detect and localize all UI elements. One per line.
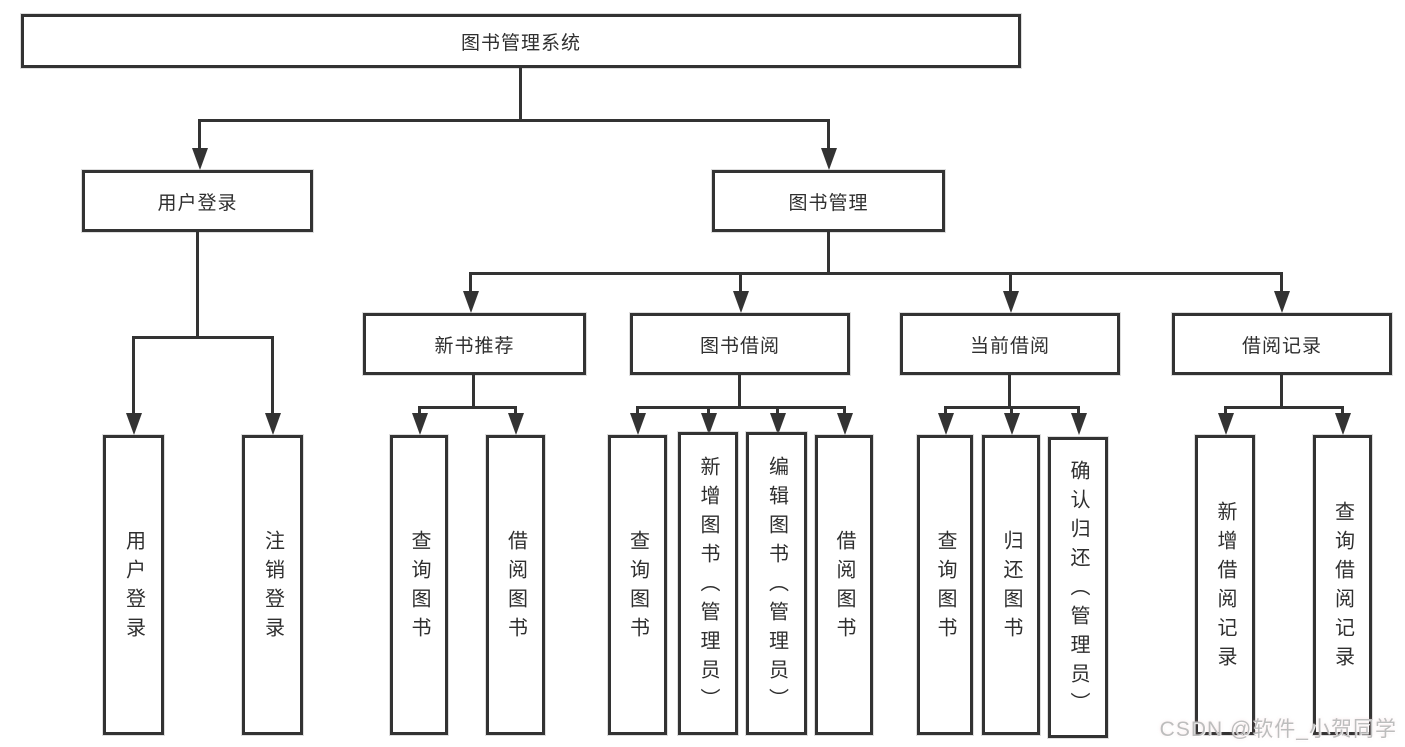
- leaf-label: 新增图书（管理员）: [697, 456, 719, 717]
- node-leaf-return-books: 归还图书: [982, 435, 1040, 735]
- arrow-down-icon: [1071, 413, 1087, 435]
- leaf-label: 查询图书: [626, 530, 649, 646]
- arrow-down-icon: [837, 413, 853, 435]
- node-leaf-borrow-books-1: 借阅图书: [486, 435, 545, 735]
- arrow-down-icon: [463, 291, 479, 313]
- arrow-down-icon: [733, 291, 749, 313]
- connector-line: [271, 336, 274, 415]
- node-leaf-edit-books-admin: 编辑图书（管理员）: [746, 432, 807, 735]
- node-new-book-recommend: 新书推荐: [363, 313, 586, 375]
- leaf-label: 用户登录: [122, 530, 145, 646]
- leaf-label: 查询图书: [408, 530, 430, 646]
- arrow-down-icon: [265, 413, 281, 435]
- arrow-down-icon: [508, 413, 524, 435]
- connector-line: [1009, 272, 1012, 293]
- connector-line: [198, 119, 830, 122]
- node-borrow-records: 借阅记录: [1172, 313, 1392, 375]
- node-leaf-query-books-1: 查询图书: [390, 435, 448, 735]
- connector-line: [418, 406, 421, 415]
- node-leaf-add-books-admin: 新增图书（管理员）: [678, 432, 738, 735]
- connector-line: [843, 406, 846, 415]
- leaf-label: 归还图书: [1000, 530, 1022, 646]
- connector-line: [472, 375, 475, 409]
- arrow-down-icon: [1335, 413, 1351, 435]
- arrow-down-icon: [1003, 291, 1019, 313]
- node-book-management-label: 图书管理: [788, 192, 869, 214]
- connector-line: [738, 375, 741, 409]
- leaf-label: 查询借阅记录: [1331, 501, 1354, 675]
- connector-line: [1280, 272, 1283, 293]
- node-book-management: 图书管理: [712, 170, 945, 232]
- node-user-login-label: 用户登录: [157, 192, 238, 214]
- connector-line: [132, 336, 274, 339]
- leaf-label: 借阅图书: [504, 530, 527, 646]
- leaf-label: 借阅图书: [833, 530, 855, 646]
- node-borrow-records-label: 借阅记录: [1241, 335, 1322, 357]
- connector-line: [469, 272, 472, 293]
- node-leaf-query-books-3: 查询图书: [917, 435, 973, 735]
- connector-line: [776, 406, 779, 415]
- node-leaf-logout: 注销登录: [242, 435, 303, 735]
- node-book-borrow-label: 图书借阅: [699, 335, 780, 357]
- watermark: CSDN @软件_小贺同学: [1159, 718, 1397, 741]
- leaf-label: 注销登录: [261, 530, 284, 646]
- connector-line: [827, 119, 830, 150]
- connector-line: [1280, 375, 1283, 409]
- connector-line: [1224, 406, 1344, 409]
- node-leaf-add-borrow-record: 新增借阅记录: [1195, 435, 1255, 735]
- arrow-down-icon: [630, 413, 646, 435]
- node-leaf-confirm-return-admin: 确认归还（管理员）: [1048, 437, 1108, 738]
- connector-line: [944, 406, 947, 415]
- node-new-book-recommend-label: 新书推荐: [434, 335, 515, 357]
- arrow-down-icon: [938, 413, 954, 435]
- connector-line: [1341, 406, 1344, 415]
- connector-line: [1010, 406, 1013, 415]
- arrow-down-icon: [1218, 413, 1234, 435]
- connector-line: [198, 119, 201, 150]
- arrow-down-icon: [770, 413, 786, 435]
- arrow-down-icon: [1004, 413, 1020, 435]
- arrow-down-icon: [192, 148, 208, 170]
- connector-line: [636, 406, 639, 415]
- node-leaf-user-login: 用户登录: [103, 435, 164, 735]
- node-book-borrow: 图书借阅: [630, 313, 850, 375]
- leaf-label: 查询图书: [934, 530, 956, 646]
- node-leaf-borrow-books-2: 借阅图书: [815, 435, 873, 735]
- connector-line: [519, 68, 522, 122]
- connector-line: [1008, 375, 1011, 409]
- connector-line: [739, 272, 742, 293]
- connector-line: [827, 232, 830, 275]
- connector-line: [418, 406, 517, 409]
- connector-line: [1077, 406, 1080, 415]
- connector-line: [1224, 406, 1227, 415]
- connector-line: [196, 232, 199, 339]
- node-current-borrow-label: 当前借阅: [969, 335, 1050, 357]
- connector-line: [132, 336, 135, 415]
- node-user-login: 用户登录: [82, 170, 313, 232]
- leaf-label: 新增借阅记录: [1214, 501, 1236, 675]
- arrow-down-icon: [1274, 291, 1290, 313]
- node-current-borrow: 当前借阅: [900, 313, 1120, 375]
- arrow-down-icon: [412, 413, 428, 435]
- leaf-label: 编辑图书（管理员）: [765, 456, 788, 717]
- arrow-down-icon: [701, 413, 717, 435]
- arrow-down-icon: [126, 413, 142, 435]
- connector-line: [636, 406, 846, 409]
- leaf-label: 确认归还（管理员）: [1067, 460, 1089, 721]
- arrow-down-icon: [821, 148, 837, 170]
- connector-line: [469, 272, 1283, 275]
- node-root: 图书管理系统: [21, 14, 1021, 68]
- connector-line: [707, 406, 710, 415]
- node-root-label: 图书管理系统: [460, 32, 581, 54]
- connector-line: [514, 406, 517, 415]
- node-leaf-query-books-2: 查询图书: [608, 435, 667, 735]
- node-leaf-query-borrow-record: 查询借阅记录: [1313, 435, 1372, 735]
